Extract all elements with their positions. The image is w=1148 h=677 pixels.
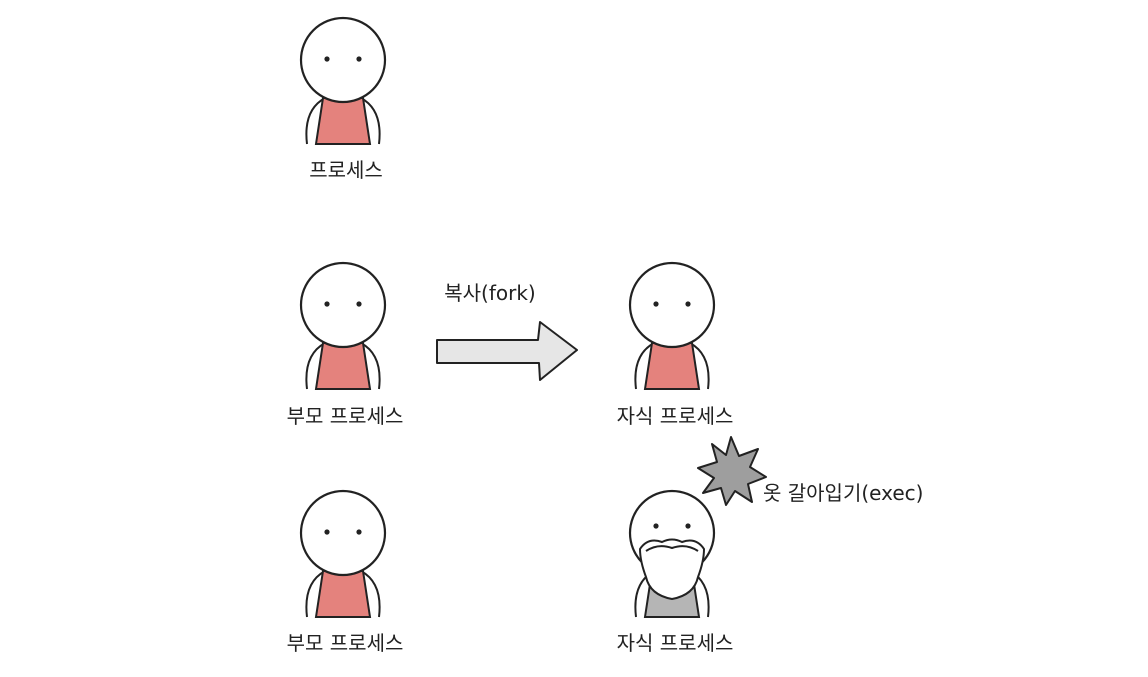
arrow-right-icon	[436, 321, 578, 381]
bearded-person-icon	[628, 489, 716, 618]
figure-process: 프로세스	[299, 16, 387, 182]
fork-arrow: 복사(fork)	[436, 281, 578, 381]
figure-fork-parent: 부모 프로세스	[287, 261, 404, 428]
beard-icon	[638, 538, 706, 601]
person-icon	[299, 261, 387, 390]
figure-exec-child: 자식 프로세스	[617, 489, 734, 655]
exec-label: 옷 갈아입기(exec)	[763, 481, 923, 505]
process-label: 프로세스	[309, 158, 383, 182]
fork-label: 복사(fork)	[444, 281, 536, 305]
starburst-icon	[697, 436, 767, 506]
child-process-label: 자식 프로세스	[617, 404, 734, 428]
parent-process-label: 부모 프로세스	[287, 631, 404, 655]
figure-fork-child: 자식 프로세스	[617, 261, 734, 428]
child-process-label: 자식 프로세스	[617, 631, 734, 655]
parent-process-label: 부모 프로세스	[287, 404, 404, 428]
person-icon	[628, 261, 716, 390]
exec-annotation: 옷 갈아입기(exec)	[697, 436, 923, 506]
figure-exec-parent: 부모 프로세스	[287, 489, 404, 655]
person-icon	[299, 489, 387, 618]
person-icon	[299, 16, 387, 145]
